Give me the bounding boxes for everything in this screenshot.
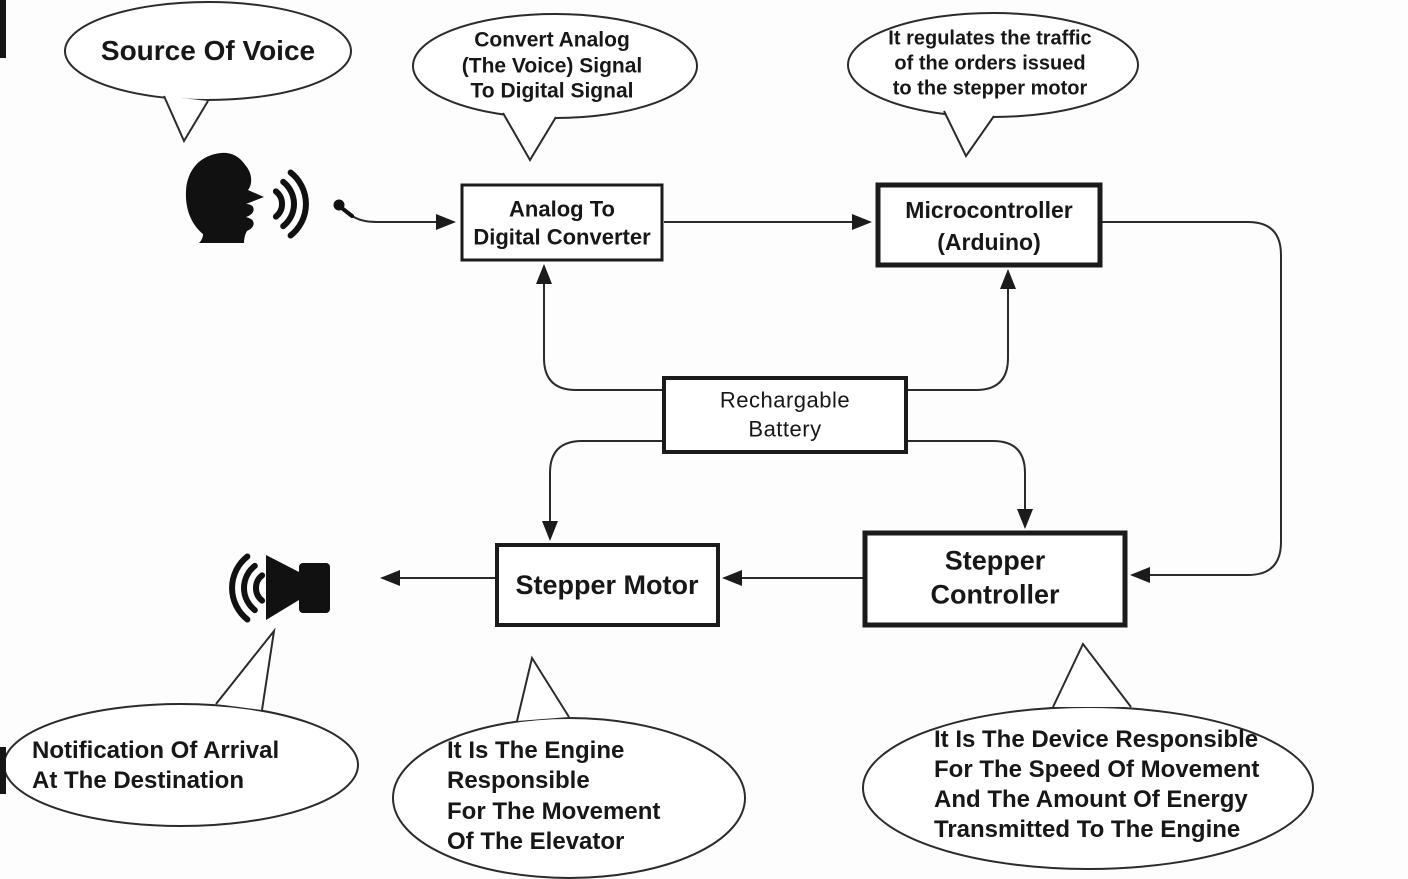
source-of-voice-bubble bbox=[64, 1, 352, 101]
regulates-traffic-bubble-tail bbox=[943, 110, 995, 158]
source-of-voice-label: Source Of Voice bbox=[100, 35, 316, 67]
device-bubble-tail bbox=[1052, 642, 1132, 708]
stepper-controller-box bbox=[862, 530, 1128, 628]
arrow-battery-to-stepper-controller bbox=[906, 440, 1033, 529]
stepper-motor-box bbox=[495, 543, 720, 627]
convert-analog-bubble-tail bbox=[502, 112, 557, 162]
arrow-battery-to-adc bbox=[536, 264, 664, 391]
adc-label: Analog To Digital Converter bbox=[473, 196, 651, 250]
battery-label: Rechargable Battery bbox=[719, 387, 851, 441]
speaker-driver bbox=[299, 563, 330, 613]
speaker-icon bbox=[266, 555, 299, 620]
convert-analog-label: Convert Analog (The Voice) Signal To Dig… bbox=[461, 28, 643, 103]
scan-artifact-mid-left bbox=[0, 747, 6, 794]
microcontroller-label: Microcontroller (Arduino) bbox=[905, 196, 1073, 255]
source-of-voice-bubble-tail bbox=[163, 95, 209, 144]
scan-artifact-top-left bbox=[0, 0, 6, 58]
engine-bubble bbox=[392, 717, 746, 879]
microphone-wire bbox=[351, 215, 382, 223]
speaker-sound-waves-icon bbox=[229, 553, 266, 623]
voice-sound-waves-icon bbox=[272, 169, 309, 239]
arrow-battery-to-microcontroller bbox=[906, 269, 1016, 391]
stepper-motor-label: Stepper Motor bbox=[515, 569, 699, 600]
notification-label: Notification Of Arrival At The Destinati… bbox=[32, 737, 280, 794]
arrow-battery-to-stepper-motor bbox=[542, 440, 664, 541]
device-label: It Is The Device Responsible For The Spe… bbox=[934, 726, 1260, 843]
battery-box bbox=[662, 376, 908, 454]
notification-bubble-tail bbox=[215, 627, 276, 711]
arrow-microcontroller-to-stepper-controller bbox=[1101, 221, 1282, 583]
regulates-traffic-label: It regulates the traffic of the orders i… bbox=[888, 27, 1092, 100]
adc-box bbox=[460, 183, 664, 262]
engine-label: It Is The Engine Responsible For The Mov… bbox=[447, 737, 661, 856]
microcontroller-box bbox=[875, 182, 1103, 268]
microphone-stem bbox=[341, 207, 354, 218]
engine-bubble-tail bbox=[516, 655, 570, 722]
person-speaking-icon bbox=[185, 152, 264, 243]
stepper-controller-label: Stepper Controller bbox=[930, 545, 1060, 609]
